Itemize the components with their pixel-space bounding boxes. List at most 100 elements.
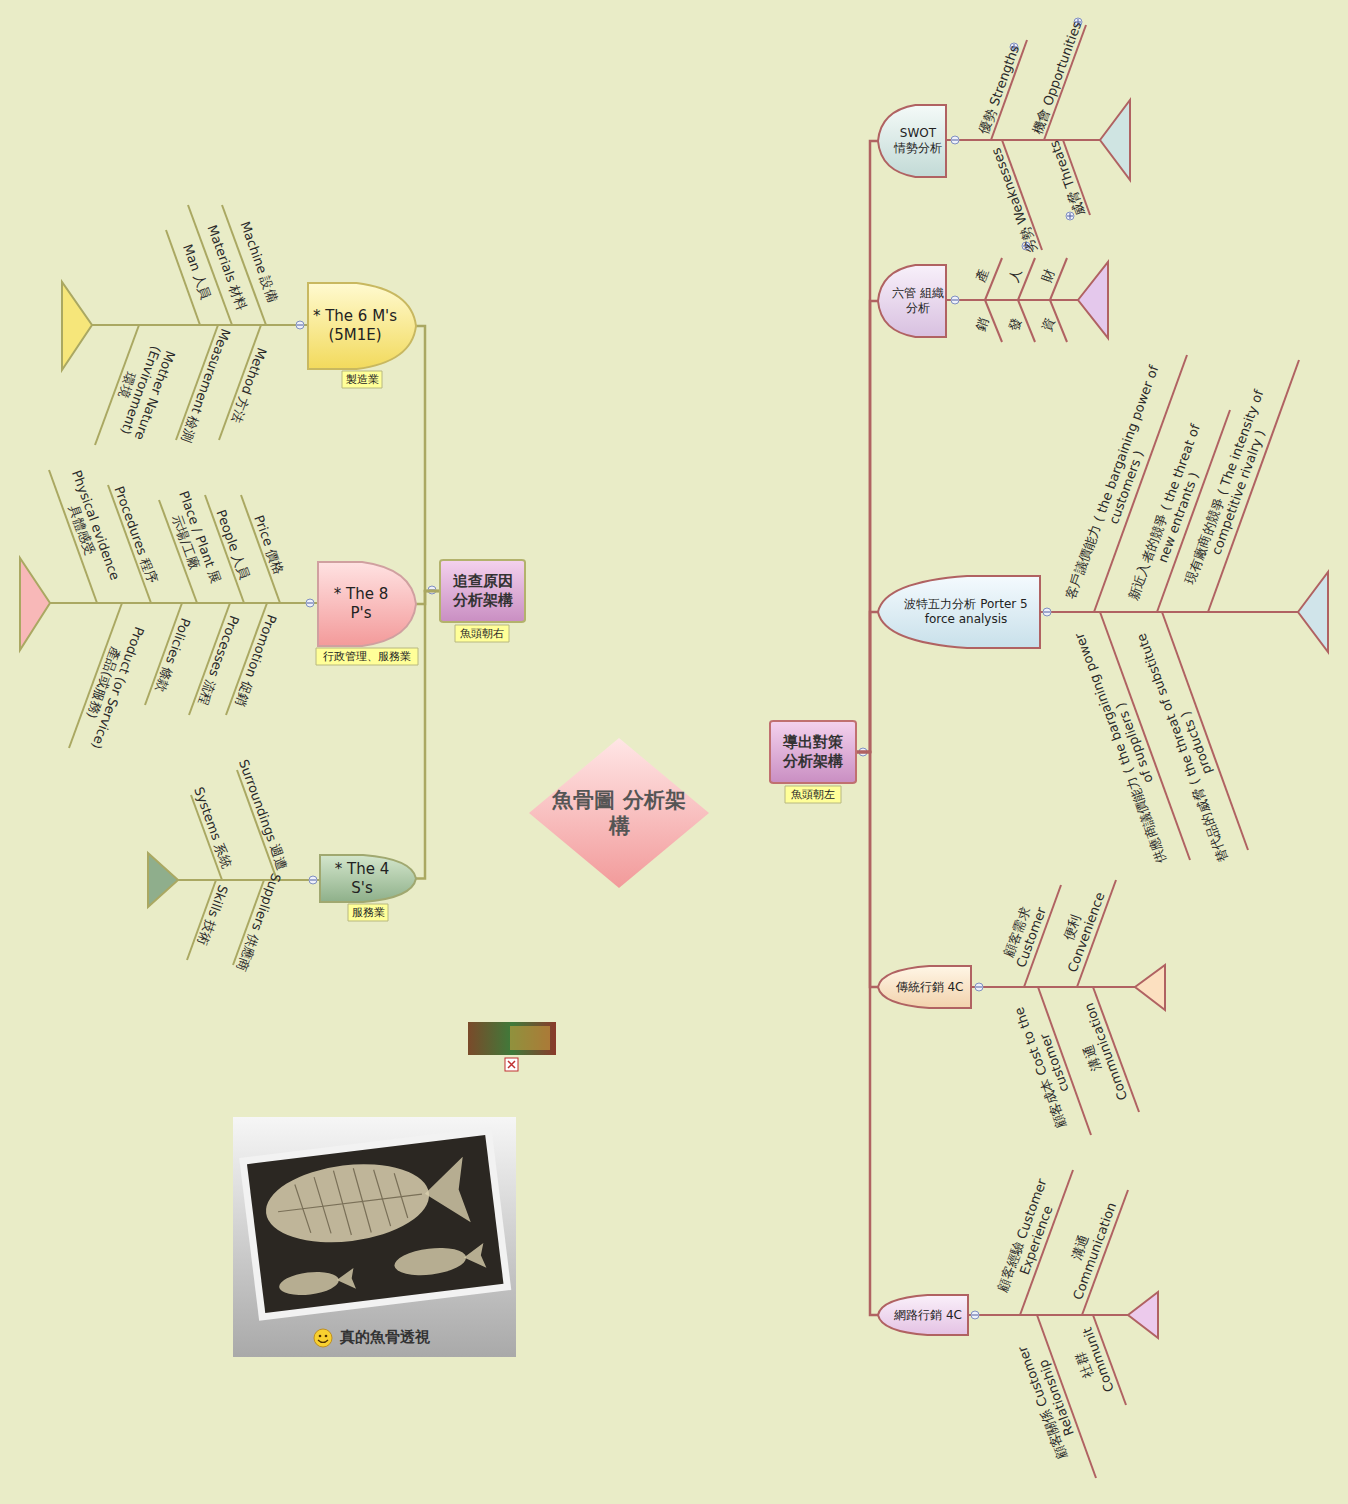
- bone-label: 威脅 Threats: [1047, 138, 1088, 218]
- photo-caption: 真的魚骨透視: [340, 1328, 430, 1347]
- bone-label: Place / Plant 展示場/工廠: [161, 488, 223, 592]
- category-box: SWOT 情勢分析: [878, 105, 946, 177]
- fish-xray: [393, 1244, 468, 1279]
- marker-sign: [310, 880, 316, 881]
- fish-head: [62, 282, 92, 370]
- bone-label: 優勢 Strengths: [977, 44, 1023, 137]
- bone-label: Method 方法: [227, 345, 268, 424]
- node-text: 六管 組織分析: [892, 286, 944, 316]
- smiley-icon: [325, 1335, 328, 1338]
- smiley-icon: [319, 1335, 322, 1338]
- category-box: 傳統行銷 4C: [878, 966, 971, 1008]
- category-box: 波特五力分析 Porter 5 force analysis: [878, 576, 1040, 648]
- category-box-shape: [878, 576, 1040, 648]
- node-text: 波特五力分析 Porter 5 force analysis: [894, 597, 1038, 627]
- marker-sign: [952, 140, 958, 141]
- category-box: 網路行銷 4C: [878, 1295, 968, 1335]
- fish-xray: [274, 1160, 426, 1243]
- bone-label: Promotion 促銷: [232, 612, 279, 708]
- bone-label: Policies 條款: [152, 616, 193, 695]
- fish-xray: [421, 1157, 471, 1228]
- bone-label: Mother Nature (Environment) 環境: [100, 331, 180, 450]
- bone-label: 劣勢 Weaknesses: [989, 146, 1041, 255]
- bone-label: Man 人員: [179, 242, 213, 301]
- bone-label: 銷: [974, 316, 992, 333]
- category-box: * The 4 S's: [320, 855, 416, 902]
- photo-frame: [233, 1117, 516, 1357]
- note-tag-shape: [455, 625, 509, 642]
- note-tag-shape: [785, 786, 841, 803]
- note-tag-shape: [348, 904, 388, 921]
- tag-text: 魚頭朝右: [460, 627, 504, 641]
- fish-spine: [971, 986, 1135, 988]
- category-box-shape: [878, 966, 971, 1008]
- bone-label: 顧客經驗 Customer Experience: [992, 1167, 1068, 1309]
- marker-sign: [860, 752, 866, 753]
- bone-label: 資: [1040, 316, 1058, 333]
- tree-connector: [856, 141, 878, 752]
- node-text: * The 4 S's: [322, 860, 402, 898]
- process-box-shape: [440, 560, 525, 622]
- category-box-shape: [878, 265, 946, 337]
- fish-spine: [50, 602, 318, 604]
- category-box-shape: [318, 562, 416, 646]
- category-box-shape: [308, 283, 416, 369]
- marker-sign: [976, 987, 982, 988]
- note-tag: 製造業: [342, 371, 382, 388]
- collapse-marker: [309, 876, 317, 884]
- bone-label: 人: [1007, 267, 1025, 284]
- bone-label: 機會 Opportunities: [1031, 20, 1086, 137]
- category-box-shape: [320, 855, 416, 902]
- bone-label: 溝通 Communication: [1057, 1198, 1119, 1302]
- fish-spine: [178, 879, 320, 881]
- fish-xray: [278, 1269, 340, 1298]
- center-diamond-shape: [529, 738, 709, 888]
- tag-text: 製造業: [346, 373, 379, 387]
- note-tag: 魚頭朝左: [785, 786, 841, 803]
- tag-text: 魚頭朝左: [791, 788, 835, 802]
- broken-image-icon: [505, 1058, 518, 1071]
- collapse-marker: [296, 321, 304, 329]
- note-tag: 魚頭朝右: [455, 625, 509, 642]
- fish-head: [148, 853, 178, 907]
- bone-label: Systems 系統: [190, 785, 233, 870]
- bone-label: Skills 技術: [194, 883, 230, 948]
- marker-sign: [307, 603, 313, 604]
- fish-xray: [336, 1268, 356, 1291]
- node-text: 網路行銷 4C: [894, 1308, 962, 1323]
- collapse-marker: [428, 586, 436, 594]
- note-tag: 行政管理、服務業: [316, 648, 418, 665]
- center-diamond-outline: [529, 738, 709, 888]
- bone-label: 顧客關係 Customer Relationship: [1010, 1324, 1089, 1475]
- bone-label: Product (or Service) 產品(或服務): [72, 614, 148, 756]
- photo-border: [239, 1127, 511, 1321]
- process-box-shape: [770, 721, 856, 783]
- note-tag: 服務業: [348, 904, 388, 921]
- bone-label: Surroundings 週遭: [235, 758, 289, 872]
- center-diamond: 魚骨圖 分析架構: [529, 738, 709, 888]
- bone-label: Machine 設備: [237, 220, 280, 305]
- category-box-shape: [878, 1295, 968, 1335]
- process-box: 導出對策 分析架構: [770, 721, 856, 783]
- fish-spine: [1040, 611, 1298, 613]
- fish-head: [20, 558, 50, 650]
- bone-label: 便利 Convenience: [1051, 883, 1110, 978]
- marker-sign: [972, 1315, 978, 1316]
- fish-xray: [261, 1156, 433, 1251]
- tree-connector: [416, 326, 440, 591]
- thumbnail-image: [510, 1026, 550, 1050]
- fish-head: [1298, 572, 1328, 652]
- node-text: 傳統行銷 4C: [896, 980, 964, 995]
- node-text: 魚骨圖 分析架構: [549, 787, 689, 840]
- collapse-marker: [951, 296, 959, 304]
- tree-connector: [856, 612, 878, 752]
- collapse-marker: [971, 1311, 979, 1319]
- category-box: 六管 組織分析: [878, 265, 946, 337]
- bone-label: 顧客成本 Cost to the customer: [1010, 994, 1086, 1136]
- collapse-marker: [975, 983, 983, 991]
- bone-label: Physical evidence 具體感受: [52, 462, 125, 594]
- bone-label: 財: [1040, 267, 1058, 284]
- collapse-marker: [951, 136, 959, 144]
